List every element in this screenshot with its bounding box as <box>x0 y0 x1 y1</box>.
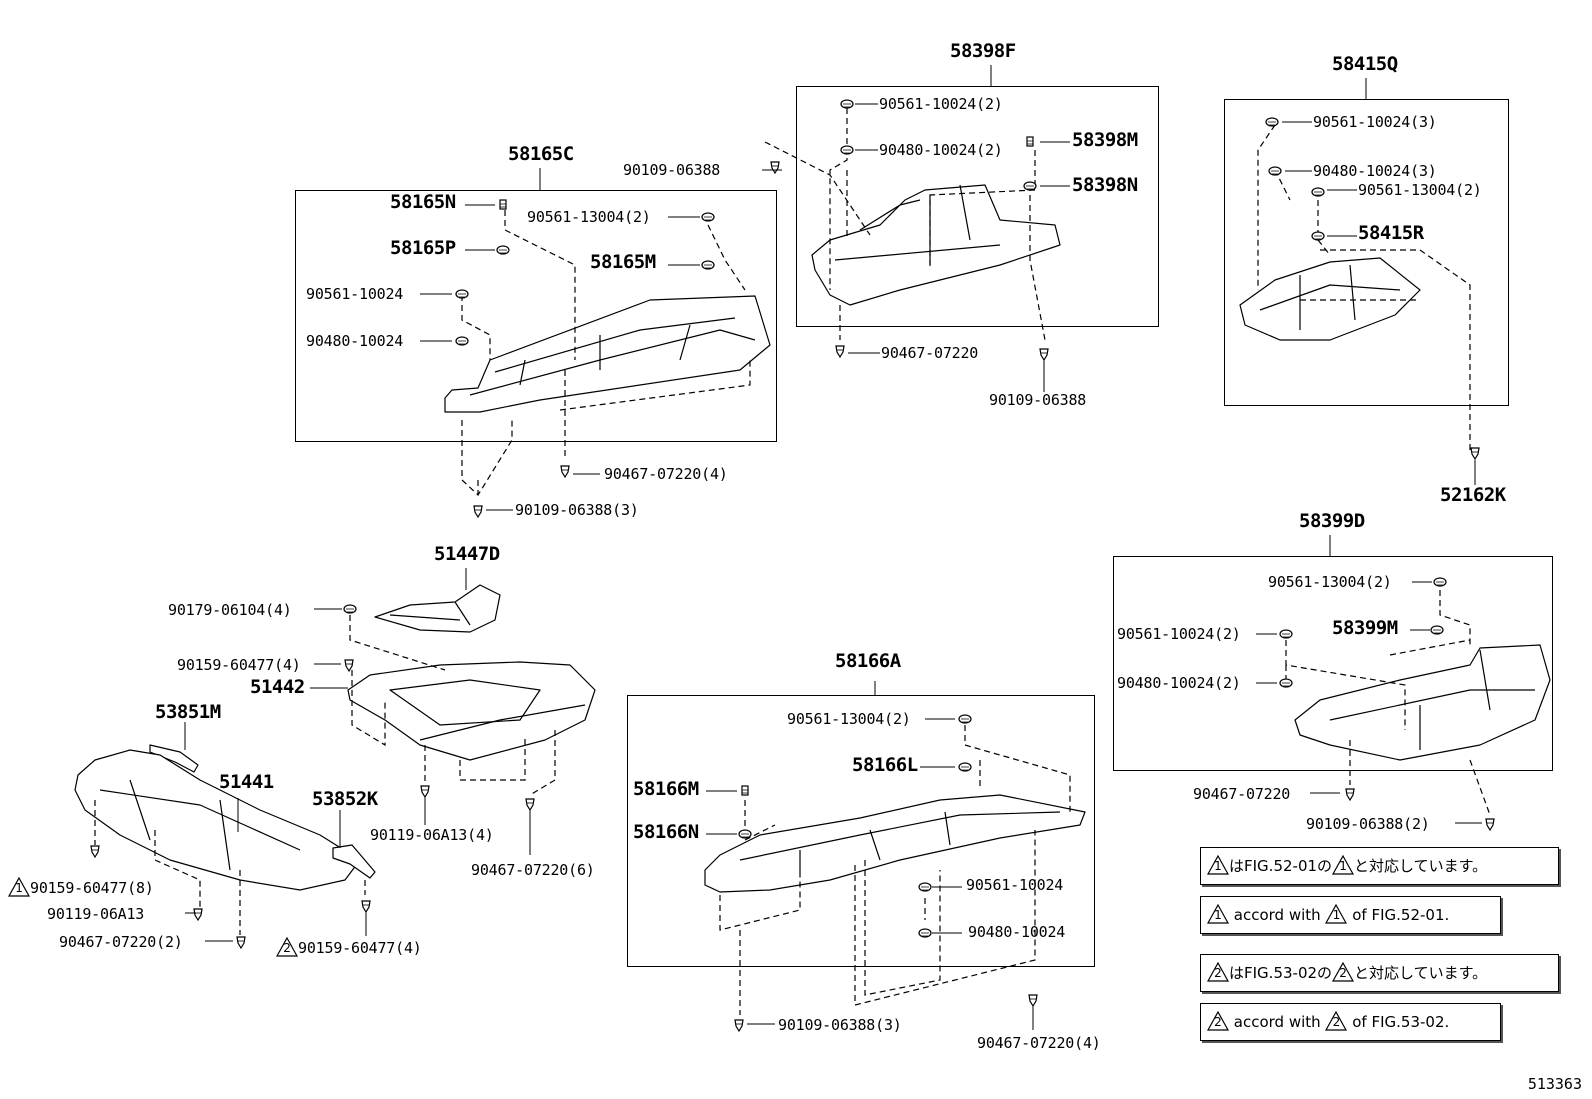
part-label[interactable]: 90179-06104(4) <box>168 601 292 619</box>
part-label[interactable]: 90561-13004(2) <box>1358 181 1482 199</box>
part-label[interactable]: 90467-07220 <box>881 344 979 362</box>
triangle-mark-1: 1 <box>1325 904 1348 924</box>
part-label[interactable]: 90467-07220(4) <box>977 1034 1101 1052</box>
part-label[interactable]: 58398N <box>1072 174 1138 196</box>
part-label[interactable]: 90561-10024 <box>966 876 1064 894</box>
part-label[interactable]: 90480-10024 <box>306 332 404 350</box>
part-label[interactable]: 90109-06388 <box>989 391 1087 409</box>
undercover-51442 <box>347 661 596 761</box>
part-label[interactable]: 90467-07220 <box>1193 785 1291 803</box>
part-label[interactable]: 51442 <box>250 676 305 698</box>
triangle-mark-2: 2 <box>1207 962 1229 982</box>
note-2-english: 2 accord with 2 of FIG.53-02. <box>1200 1003 1501 1041</box>
part-label[interactable]: 58399M <box>1332 617 1398 639</box>
part-label[interactable]: 58165P <box>390 237 456 259</box>
undercover-58399d <box>1294 644 1551 761</box>
part-label[interactable]: 90480-10024 <box>968 923 1066 941</box>
part-label[interactable]: 58165M <box>590 251 656 273</box>
part-label[interactable]: 52162K <box>1440 484 1506 506</box>
part-label[interactable]: 90561-13004(2) <box>787 710 911 728</box>
triangle-mark-1: 1 <box>8 877 30 897</box>
frame-58165c <box>295 190 777 442</box>
part-label[interactable]: 90159-60477(4) <box>177 656 301 674</box>
part-label[interactable]: 58166L <box>852 754 918 776</box>
bracket-53851m <box>149 744 199 773</box>
part-label[interactable]: 58415R <box>1358 222 1424 244</box>
part-label[interactable]: 58398M <box>1072 129 1138 151</box>
part-label[interactable]: 90561-10024(2) <box>1117 625 1241 643</box>
part-label[interactable]: 90119-06A13(4) <box>370 826 494 844</box>
part-label[interactable]: 58166M <box>633 778 699 800</box>
part-label[interactable]: 51441 <box>219 771 274 793</box>
triangle-mark-1: 1 <box>1332 855 1355 875</box>
triangle-mark-2: 2 <box>1207 1011 1229 1031</box>
bracket-53852k <box>332 844 376 879</box>
shield-51447d <box>374 584 501 633</box>
figure-reference-number: 513363 <box>1527 1075 1582 1093</box>
undercover-58415q <box>1239 257 1421 341</box>
part-label[interactable]: 53852K <box>312 788 378 810</box>
part-label[interactable]: 90467-07220(2) <box>59 933 183 951</box>
part-label[interactable]: 90561-10024(3) <box>1313 113 1437 131</box>
part-label[interactable]: 90561-13004(2) <box>1268 573 1392 591</box>
undercover-58398f <box>811 184 1061 306</box>
part-label[interactable]: 90561-10024 <box>306 285 404 303</box>
frame-58398f <box>796 86 1159 327</box>
part-label[interactable]: 53851M <box>155 701 221 723</box>
part-label[interactable]: 90109-06388(3) <box>515 501 639 519</box>
group-label-58166a[interactable]: 58166A <box>835 650 901 672</box>
undercover-51441 <box>74 749 361 891</box>
part-label[interactable]: 90109-06388(2) <box>1306 815 1430 833</box>
part-label[interactable]: 90561-10024(2) <box>879 95 1003 113</box>
part-label[interactable]: 90480-10024(3) <box>1313 162 1437 180</box>
triangle-mark-2: 2 <box>1332 962 1355 982</box>
part-label[interactable]: 90480-10024(2) <box>1117 674 1241 692</box>
group-label-58165c[interactable]: 58165C <box>508 143 574 165</box>
triangle-mark-2: 2 <box>1325 1011 1348 1031</box>
frame-58415q <box>1224 99 1509 406</box>
undercover-58166a <box>704 794 1086 893</box>
group-label-51447d[interactable]: 51447D <box>434 543 500 565</box>
triangle-mark-1: 1 <box>1207 904 1229 924</box>
part-label[interactable]: 90119-06A13 <box>47 905 145 923</box>
note-1-english: 1 accord with 1 of FIG.52-01. <box>1200 896 1501 934</box>
group-label-58415q[interactable]: 58415Q <box>1332 53 1398 75</box>
part-label[interactable]: 90480-10024(2) <box>879 141 1003 159</box>
part-label[interactable]: 58166N <box>633 821 699 843</box>
part-label[interactable]: 90109-06388(3) <box>778 1016 902 1034</box>
frame-58166a <box>627 695 1095 967</box>
triangle-mark-2: 2 <box>276 937 298 957</box>
part-label[interactable]: 58165N <box>390 191 456 213</box>
part-label[interactable]: 90109-06388 <box>623 161 721 179</box>
part-label[interactable]: 90561-13004(2) <box>527 208 651 226</box>
triangle-mark-1: 1 <box>1207 855 1229 875</box>
group-label-58398f[interactable]: 58398F <box>950 40 1016 62</box>
part-label[interactable]: 90467-07220(6) <box>471 861 595 879</box>
frame-58399d <box>1113 556 1553 771</box>
part-label[interactable]: 90467-07220(4) <box>604 465 728 483</box>
undercover-58165c <box>444 295 771 413</box>
group-label-58399d[interactable]: 58399D <box>1299 510 1365 532</box>
